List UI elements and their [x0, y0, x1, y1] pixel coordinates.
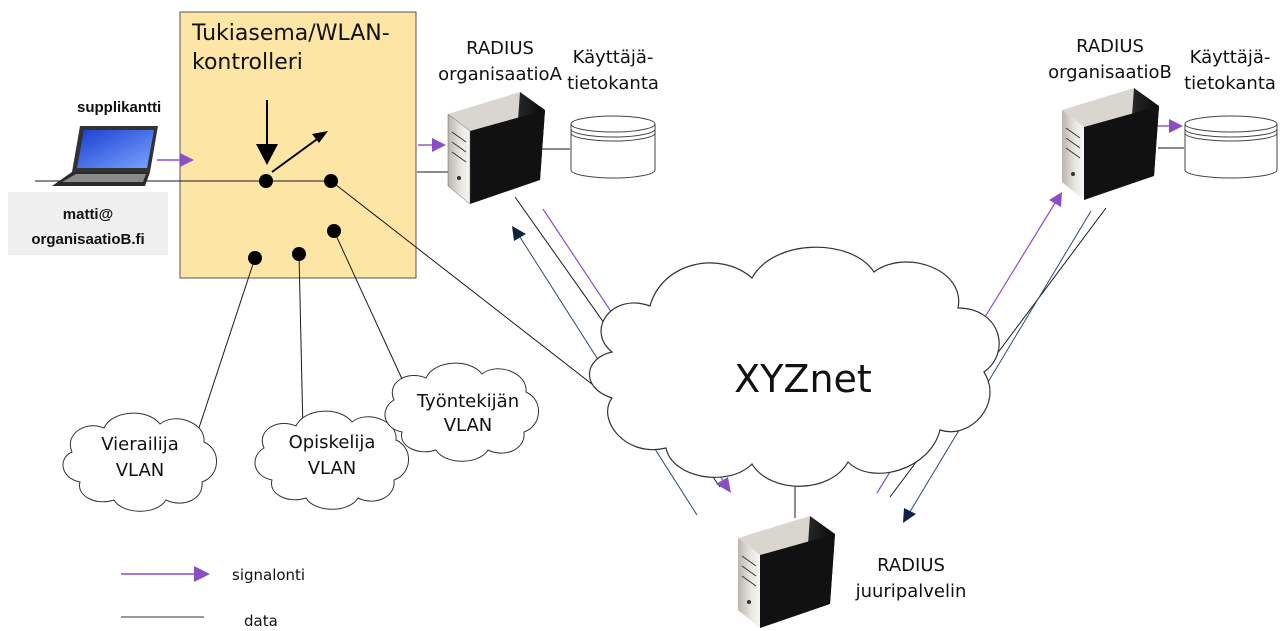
employee-vlan-line1: Työntekijän [416, 391, 519, 412]
controller-label-line2: kontrolleri [192, 50, 303, 75]
student-vlan-cloud [254, 410, 409, 510]
root-server-label-line2: juuripalvelin [855, 581, 967, 602]
xyznet-cloud [588, 246, 1000, 487]
legend-signal-arrow [194, 566, 210, 582]
supplicant-label: supplikantti [77, 99, 161, 116]
db-b-label-line2: tietokanta [1184, 73, 1276, 94]
radius-b-label-line1: RADIUS [1076, 36, 1144, 57]
legend-data-label: data [244, 612, 278, 630]
legend-signal-label: signalonti [232, 566, 305, 584]
radius-a-label-line1: RADIUS [466, 38, 534, 59]
controller-label-line1: Tukiasema/WLAN- [191, 21, 390, 46]
legend: signalonti data [121, 566, 305, 630]
root-server-icon [738, 516, 835, 628]
radius-a-label-line2: organisaatioA [438, 64, 562, 85]
controller-box [179, 11, 417, 279]
student-vlan-line1: Opiskelija [289, 432, 376, 453]
user-id-line2: organisaatioB.fi [31, 231, 144, 248]
db-a-label-line1: Käyttäjä- [573, 47, 654, 68]
db-b-label-line1: Käyttäjä- [1190, 47, 1271, 68]
student-vlan-line2: VLAN [308, 458, 357, 479]
visitor-vlan-cloud [62, 412, 217, 512]
db-a-label-line2: tietokanta [567, 73, 659, 94]
visitor-vlan-line2: VLAN [116, 460, 165, 481]
employee-vlan-line2: VLAN [444, 415, 493, 436]
switch-symbol [256, 100, 328, 173]
user-id-box [8, 192, 168, 255]
server-b-icon [1062, 88, 1159, 200]
arrowhead-to-radius-a [512, 226, 526, 241]
laptop-icon [52, 126, 158, 186]
port-dots [248, 174, 341, 265]
arrowhead-to-root [903, 508, 916, 523]
radius-b-label-line2: organisaatioB [1048, 62, 1172, 83]
user-id-line1: matti@ [63, 206, 113, 223]
server-a-icon [447, 92, 545, 205]
root-server-label-line1: RADIUS [877, 555, 945, 576]
database-b-icon [1184, 115, 1278, 179]
database-a-icon [570, 115, 656, 179]
employee-vlan-cloud [384, 362, 539, 462]
xyznet-label: XYZnet [734, 357, 872, 401]
visitor-vlan-line1: Vierailija [101, 434, 178, 455]
